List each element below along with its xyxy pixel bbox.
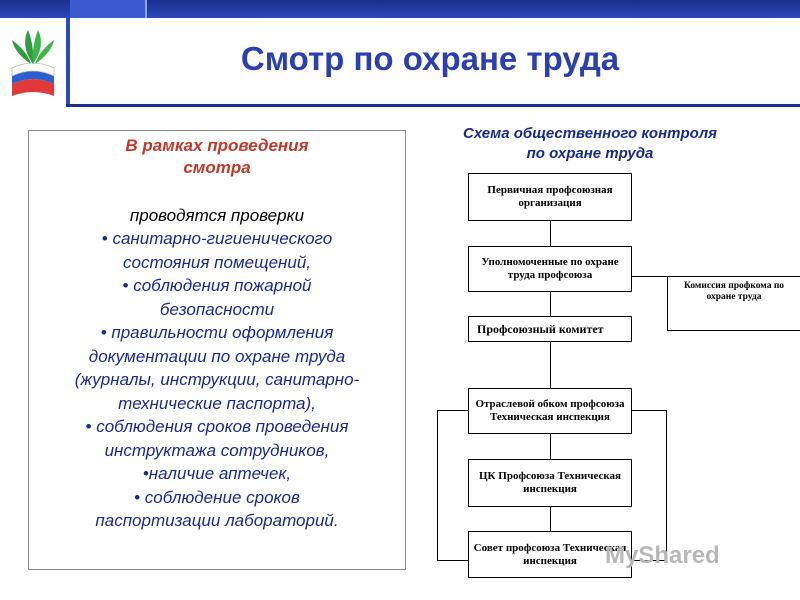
bracket-left-top <box>437 410 468 411</box>
inspection-list: • санитарно-гигиенического состояния пом… <box>29 227 405 533</box>
node-regional: Отраслевой обком профсоюза Техническая и… <box>468 388 632 434</box>
list-item: • соблюдения сроков проведения <box>85 417 349 436</box>
top-bar-divider <box>145 0 147 18</box>
connector-authorized-committee <box>550 292 551 316</box>
connector-ck-council <box>550 507 551 531</box>
inspection-scope-panel: В рамках проведения смотра проводятся пр… <box>28 130 406 570</box>
list-item: • соблюдение сроков <box>134 487 300 507</box>
bracket-right-vertical <box>666 410 667 561</box>
connector-primary-authorized <box>550 221 551 246</box>
list-item: состояния помещений, <box>122 252 312 272</box>
panel-heading-line1: В рамках проведения <box>125 136 309 155</box>
top-bar <box>0 0 800 18</box>
trade-union-logo-icon <box>2 20 64 104</box>
node-committee: Профсоюзный комитет <box>468 316 632 342</box>
list-item: документации по охране труда <box>88 346 346 366</box>
header-rule <box>66 104 800 107</box>
list-item: • санитарно-гигиенического <box>101 229 333 248</box>
list-item: технические паспорта), <box>118 393 316 413</box>
scheme-title: Схема общественного контроля по охране т… <box>410 124 770 164</box>
node-ck: ЦК Профсоюза Техническая инспекция <box>468 459 632 507</box>
connector-authorized-commission-h <box>632 276 667 277</box>
page-title: Смотр по охране труда <box>240 40 620 77</box>
bracket-left-vertical <box>437 410 438 561</box>
bracket-right-top <box>632 410 667 411</box>
scheme-title-line1: Схема общественного контроля <box>463 125 717 142</box>
node-primary-org: Первичная профсоюзная организация <box>468 173 632 221</box>
bracket-right-bottom <box>632 560 667 561</box>
list-item: (журналы, инструкции, санитарно- <box>74 370 360 389</box>
header-vertical-strip <box>66 18 70 106</box>
list-item: безопасности <box>159 299 275 319</box>
list-item: •наличие аптечек, <box>142 464 292 483</box>
top-bar-accent <box>70 0 145 18</box>
node-commission: Комиссия профкома по охране труда <box>667 276 800 331</box>
panel-intro: проводятся проверки <box>129 206 305 225</box>
bracket-left-bottom <box>437 560 468 561</box>
panel-heading: В рамках проведения смотра <box>29 135 405 179</box>
node-authorized: Уполномоченные по охране труда профсоюза <box>468 246 632 292</box>
connector-regional-ck <box>550 434 551 459</box>
list-item: паспортизации лабораторий. <box>95 511 339 530</box>
list-item: инструктажа сотрудников, <box>104 440 330 460</box>
node-council: Совет профсоюза Техническая инспекция <box>468 531 632 578</box>
watermark-text: MyShared <box>605 542 720 569</box>
list-item: • соблюдения пожарной <box>122 276 312 295</box>
scheme-title-line2: по охране труда <box>526 145 654 162</box>
watermark: MyShared <box>605 540 770 572</box>
connector-committee-regional <box>550 342 551 388</box>
list-item: • правильности оформления <box>100 323 334 342</box>
panel-heading-line2: смотра <box>183 158 251 177</box>
